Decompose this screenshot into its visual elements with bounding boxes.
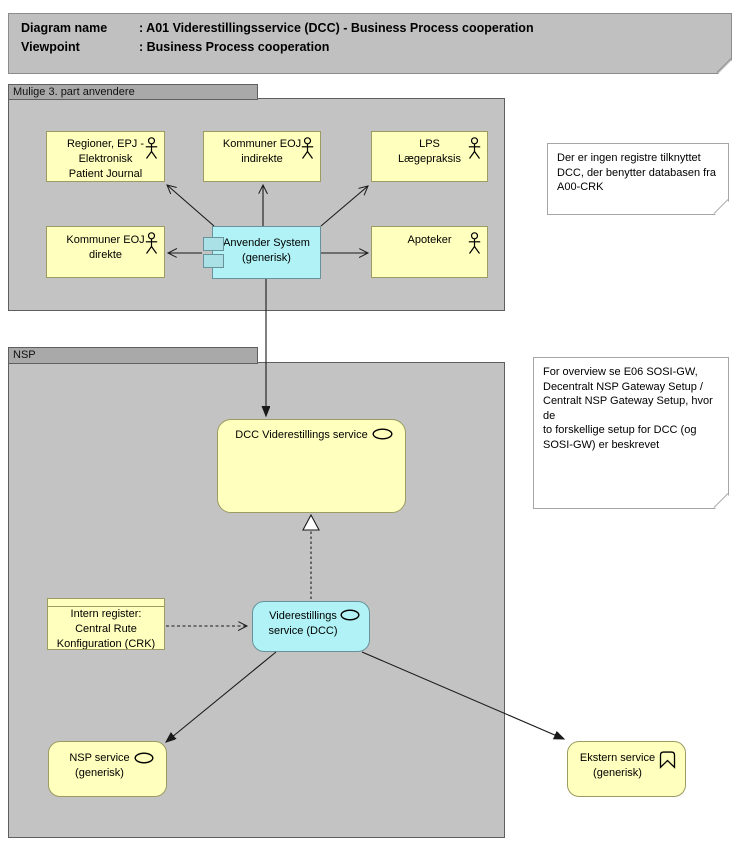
chevron-banner-icon — [657, 749, 678, 775]
viewpoint-label: Viewpoint — [21, 40, 80, 54]
title-row-diagram-name: Diagram name : A01 Viderestillingsservic… — [9, 19, 731, 38]
node-anvender-system-label: Anvender System (generisk) — [223, 237, 310, 264]
node-intern-register-crk: Intern register: Central Rute Konfigurat… — [47, 598, 165, 650]
node-ekstern-service-generisk-label: Ekstern service (generisk) — [579, 752, 656, 779]
node-kommuner-eoj-direkte-label: Kommuner EOJ direkte — [66, 234, 145, 261]
note-overview: For overview se E06 SOSI-GW, Decentralt … — [533, 357, 729, 509]
actor-icon — [468, 232, 481, 260]
note-overview-text: For overview se E06 SOSI-GW, Decentralt … — [543, 366, 713, 451]
node-lps-laegepraksis-label: LPS Lægepraksis — [398, 138, 461, 165]
actor-icon — [145, 137, 158, 165]
component-tab-icon — [203, 254, 224, 268]
node-regioner-epj: Regioner, EPJ - Elektronisk Patient Jour… — [46, 131, 165, 182]
node-dcc-viderestillings-service: DCC Viderestillings service — [217, 419, 406, 513]
node-dcc-viderestillings-service-label: DCC Viderestillings service — [235, 429, 368, 441]
group-nsp-label: NSP — [13, 349, 36, 361]
node-kommuner-eoj-direkte: Kommuner EOJ direkte — [46, 226, 165, 278]
node-intern-register-crk-label: Intern register: Central Rute Konfigurat… — [56, 608, 156, 650]
node-ekstern-service-generisk: Ekstern service (generisk) — [567, 741, 686, 797]
group-nsp-tab: NSP — [8, 347, 258, 364]
node-viderestillings-service-dcc: Viderestillings service (DCC) — [252, 601, 370, 652]
group-third-party-tab: Mulige 3. part anvendere — [8, 84, 258, 100]
group-third-party-label: Mulige 3. part anvendere — [13, 86, 135, 98]
node-lps-laegepraksis: LPS Lægepraksis — [371, 131, 488, 182]
diagram-name-value: : A01 Viderestillingsservice (DCC) - Bus… — [139, 21, 534, 35]
business-object-band — [48, 599, 164, 607]
node-anvender-system: Anvender System (generisk) — [203, 226, 321, 279]
diagram-title-note: Diagram name : A01 Viderestillingsservic… — [8, 13, 732, 74]
note-crk: Der er ingen registre tilknyttet DCC, de… — [547, 143, 729, 215]
viewpoint-value: : Business Process cooperation — [139, 40, 330, 54]
component-tab-icon — [203, 237, 224, 251]
actor-icon — [301, 137, 314, 165]
actor-icon — [468, 137, 481, 165]
title-row-viewpoint: Viewpoint : Business Process cooperation — [9, 38, 731, 57]
service-oval-icon — [372, 428, 393, 445]
node-nsp-service-generisk-label: NSP service (generisk) — [69, 752, 130, 779]
node-apoteker-label: Apoteker — [407, 234, 452, 246]
node-kommuner-eoj-indirekte: Kommuner EOJ indirekte — [203, 131, 321, 182]
actor-icon — [145, 232, 158, 260]
node-kommuner-eoj-indirekte-label: Kommuner EOJ indirekte — [222, 138, 302, 165]
node-regioner-epj-label: Regioner, EPJ - Elektronisk Patient Jour… — [66, 138, 145, 180]
diagram-name-label: Diagram name — [21, 21, 108, 35]
service-oval-icon — [134, 752, 154, 769]
group-third-party-body — [8, 98, 505, 311]
node-viderestillings-service-dcc-label: Viderestillings service (DCC) — [268, 610, 338, 637]
note-fold-corner — [714, 199, 729, 214]
note-fold-corner — [714, 493, 729, 508]
service-oval-icon — [340, 609, 360, 626]
note-crk-text: Der er ingen registre tilknyttet DCC, de… — [557, 152, 716, 193]
node-nsp-service-generisk: NSP service (generisk) — [48, 741, 167, 797]
note-fold-corner — [717, 58, 732, 73]
node-apoteker: Apoteker — [371, 226, 488, 278]
